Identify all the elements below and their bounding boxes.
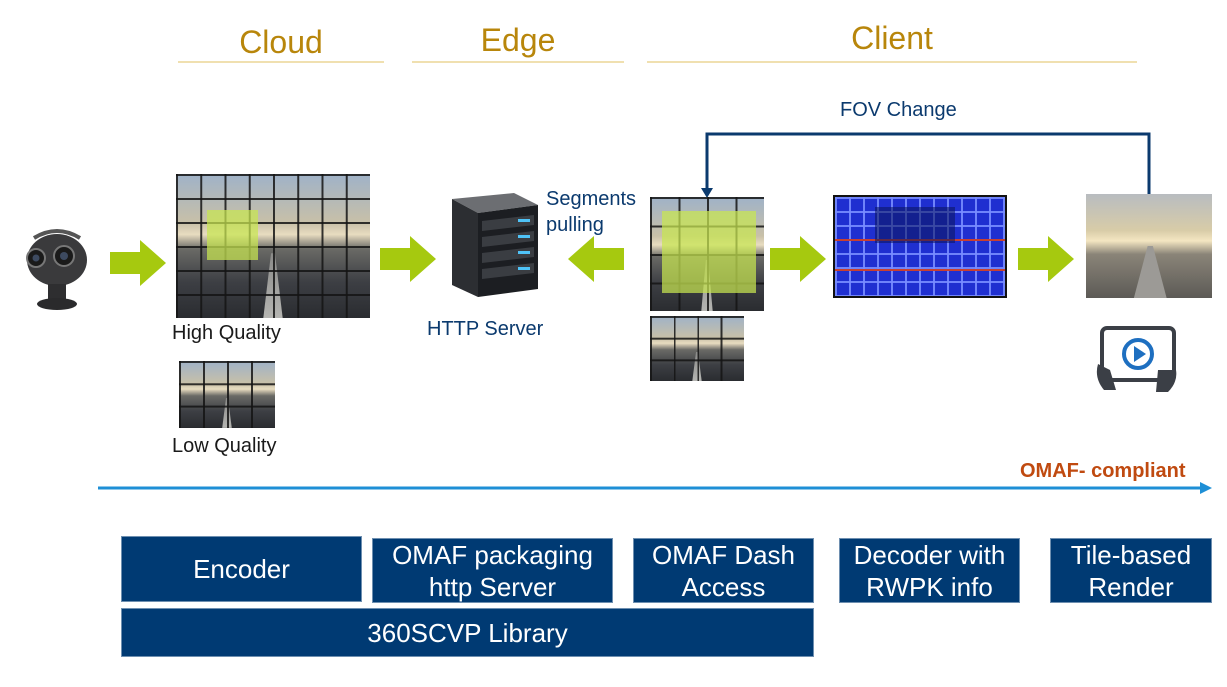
arrow-camera-to-cloud	[110, 240, 166, 286]
section-underline-cloud	[178, 61, 384, 63]
section-underline-client	[647, 61, 1137, 63]
omaf-packaging-label: OMAF packaging http Server	[392, 539, 593, 602]
arrow-segments-pulling	[568, 236, 624, 282]
omaf-timeline-arrow	[98, 482, 1212, 494]
omaf-dash-access-box: OMAF Dash Access	[633, 538, 814, 603]
http-server-label: HTTP Server	[427, 318, 544, 340]
section-title-edge: Edge	[480, 22, 556, 58]
arrow-decoder-to-render	[1018, 236, 1074, 282]
segments-pulling-label: Segments pulling	[546, 188, 637, 236]
section-title-cloud: Cloud	[239, 24, 323, 60]
decoder-label: Decoder with RWPK info	[853, 539, 1006, 602]
camera-icon	[26, 229, 87, 310]
arrow-cloud-to-edge	[380, 236, 436, 282]
omaf-packaging-box: OMAF packaging http Server	[372, 538, 613, 603]
rendered-view-image	[1086, 194, 1212, 298]
viewport-highlight	[207, 210, 258, 260]
fov-change-label: FOV Change	[840, 99, 957, 121]
client-viewport-tiles	[650, 197, 764, 311]
fov-feedback-arrow	[701, 132, 1151, 198]
encoder-box: Encoder	[121, 536, 362, 602]
client-low-quality-image	[650, 316, 744, 381]
section-title-client: Client	[851, 20, 933, 56]
encoder-label: Encoder	[193, 554, 290, 584]
library-box: 360SCVP Library	[121, 608, 814, 657]
tablet-play-icon	[1096, 326, 1177, 392]
high-quality-tiled-image	[176, 174, 370, 318]
section-underline-edge	[412, 61, 624, 63]
omaf-compliant-label: OMAF- compliant	[1020, 460, 1186, 482]
omaf-dash-access-label: OMAF Dash Access	[651, 539, 796, 602]
decoder-box: Decoder with RWPK info	[839, 538, 1020, 603]
high-quality-label: High Quality	[172, 322, 281, 344]
low-quality-tiled-image	[179, 361, 275, 428]
decoder-output-image	[833, 195, 1007, 298]
client-viewport-highlight	[662, 211, 756, 293]
arrow-client-to-decoder	[770, 236, 826, 282]
tile-based-render-box: Tile-based Render	[1050, 538, 1212, 603]
library-label: 360SCVP Library	[367, 617, 568, 648]
low-quality-label: Low Quality	[172, 435, 277, 457]
server-icon	[452, 193, 538, 297]
tile-based-render-label: Tile-based Render	[1070, 539, 1192, 602]
